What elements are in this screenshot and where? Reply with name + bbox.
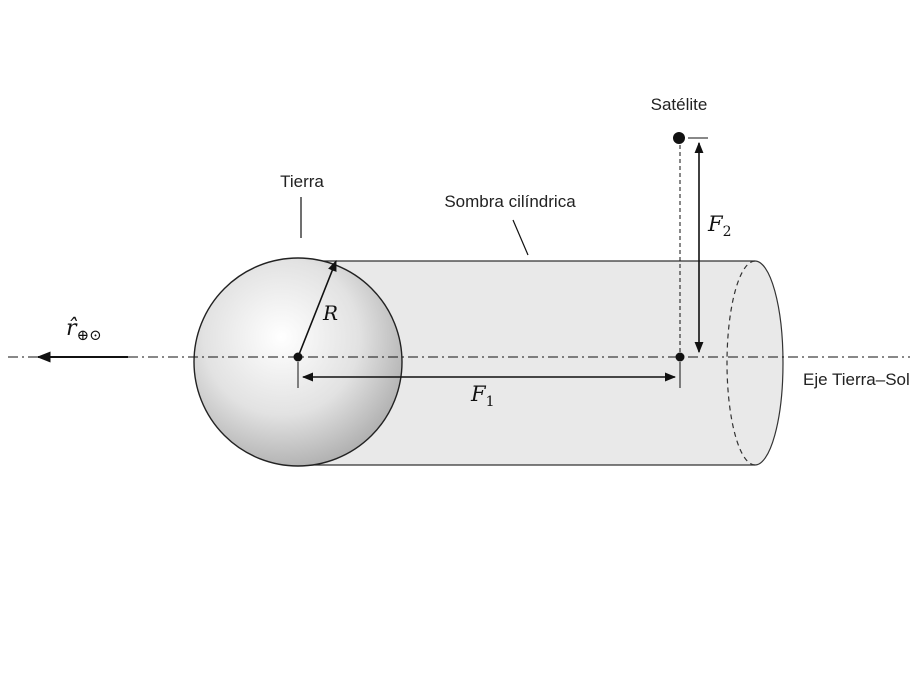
f1-label: F1 [470, 382, 495, 410]
f2-label: F2 [707, 212, 732, 240]
earth-label: Tierra [280, 172, 324, 191]
satellite-axis-point [675, 352, 685, 362]
satellite-point [673, 132, 685, 144]
radius-arrow [297, 259, 337, 358]
cylindrical-shadow [298, 260, 784, 466]
f2-dimension [688, 137, 708, 354]
satellite-label: Satélite [651, 95, 708, 114]
shadow-label: Sombra cilíndrica [444, 192, 576, 211]
radius-label: R [322, 301, 338, 325]
sun-direction-label: r̂⊕⊙ [66, 316, 102, 344]
shadow-leader-line [512, 219, 529, 256]
earth-center-point [293, 352, 303, 362]
f1-dimension [297, 362, 681, 388]
axis-label: Eje Tierra–Sol [803, 370, 910, 389]
